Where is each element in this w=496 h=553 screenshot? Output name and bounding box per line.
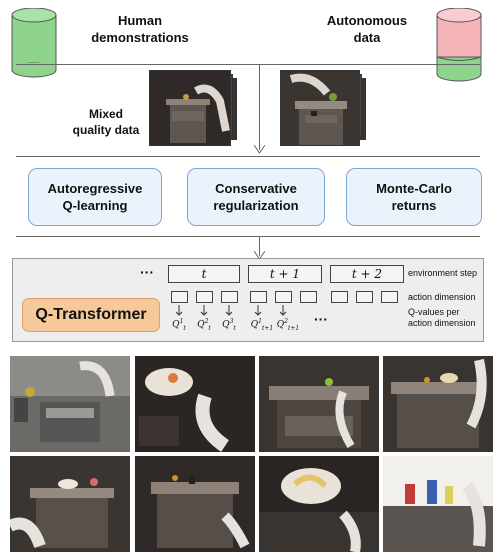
method-label: Autoregressive Q-learning (47, 181, 143, 213)
method-label: Monte-Carlo returns (376, 181, 452, 213)
step-box-t: t (168, 265, 240, 283)
step-box-t-plus-1: t + 1 (248, 265, 322, 283)
q-transformer-label: Q-Transformer (35, 306, 147, 323)
gallery-photo-4 (383, 356, 493, 452)
step-label: t + 2 (351, 267, 383, 281)
merge-line-top (16, 64, 480, 65)
merge-line-vertical (259, 64, 260, 150)
divider-upper (16, 156, 480, 157)
q-value-label: Q1t+1 (250, 318, 274, 332)
step-label: t + 1 (269, 267, 301, 281)
q-value-arrows-icon (175, 305, 287, 316)
q-transformer-block: Q-Transformer (22, 298, 160, 332)
divider-lower (16, 236, 480, 237)
autonomous-data-cylinder-icon (436, 7, 482, 82)
q-value-label: Q2t (197, 318, 211, 332)
q-value-label: Q1t (172, 318, 186, 332)
gallery-photo-6 (135, 456, 255, 552)
legend-action-dimension: action dimension (408, 292, 476, 302)
step-label: t (201, 267, 207, 281)
q-value-label: Q2t+1 (276, 318, 300, 332)
legend-environment-step: environment step (408, 268, 478, 278)
gallery-photo-8 (383, 456, 493, 552)
gallery-photo-7 (259, 456, 379, 552)
method-label: Conservative regularization (213, 181, 299, 213)
gallery-photo-2 (135, 356, 255, 452)
mixed-quality-label: Mixed quality data (72, 107, 140, 137)
method-conservative-regularization: Conservative regularization (187, 168, 325, 226)
gallery-photo-3 (259, 356, 379, 452)
merge-arrowhead (254, 145, 265, 154)
human-demonstrations-label: Human demonstrations (91, 13, 189, 45)
q-value-label: Q3t (222, 318, 236, 332)
method-monte-carlo-returns: Monte-Carlo returns (346, 168, 482, 226)
legend-q-values: Q-values per action dimension (408, 307, 476, 328)
gallery-photo-1 (10, 356, 130, 452)
human-data-cylinder-icon (11, 7, 57, 78)
method-autoregressive-q-learning: Autoregressive Q-learning (28, 168, 162, 226)
ellipsis-left: ··· (140, 264, 154, 280)
gallery-photo-5 (10, 456, 130, 552)
flow-line-lower (259, 236, 260, 256)
ellipsis-right: ··· (314, 311, 328, 327)
autonomous-data-label: Autonomous data (326, 13, 408, 45)
step-box-t-plus-2: t + 2 (330, 265, 404, 283)
